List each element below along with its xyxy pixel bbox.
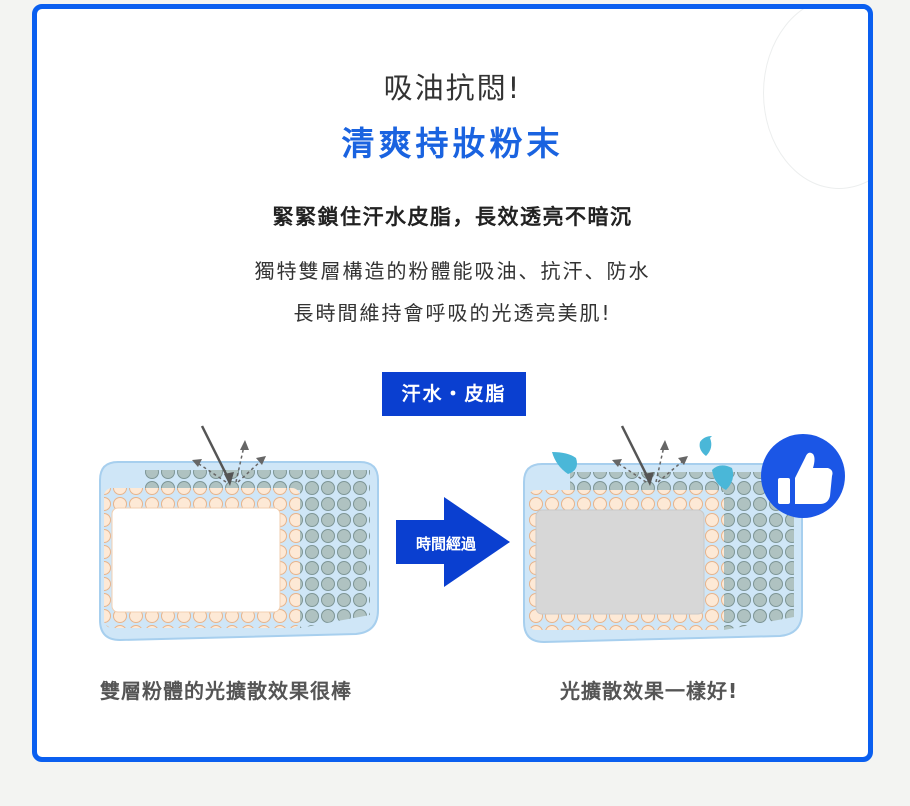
- subtitle: 吸油抗悶!: [383, 71, 522, 105]
- thumbs-up-icon: [761, 434, 845, 518]
- time-arrow-label: 時間經過: [416, 535, 477, 553]
- description-line-1: 獨特雙層構造的粉體能吸油、抗汗、防水: [254, 259, 651, 283]
- droplet-icon: [552, 452, 577, 474]
- caption-left: 雙層粉體的光擴散效果很棒: [100, 679, 352, 703]
- page-title: 清爽持妝粉末: [341, 124, 564, 163]
- headline: 緊緊鎖住汗水皮脂，長效透亮不暗沉: [272, 205, 633, 229]
- time-arrow: 時間經過: [396, 497, 510, 587]
- caption-right: 光擴散效果一樣好!: [560, 679, 739, 703]
- powder-block-left: [99, 425, 379, 642]
- droplet-icon: [712, 465, 734, 490]
- powder-block-right: [523, 425, 803, 644]
- sweat-sebum-badge: 汗水・皮脂: [382, 372, 526, 416]
- droplet-icon: [699, 436, 712, 456]
- description-line-2: 長時間維持會呼吸的光透亮美肌!: [293, 301, 612, 325]
